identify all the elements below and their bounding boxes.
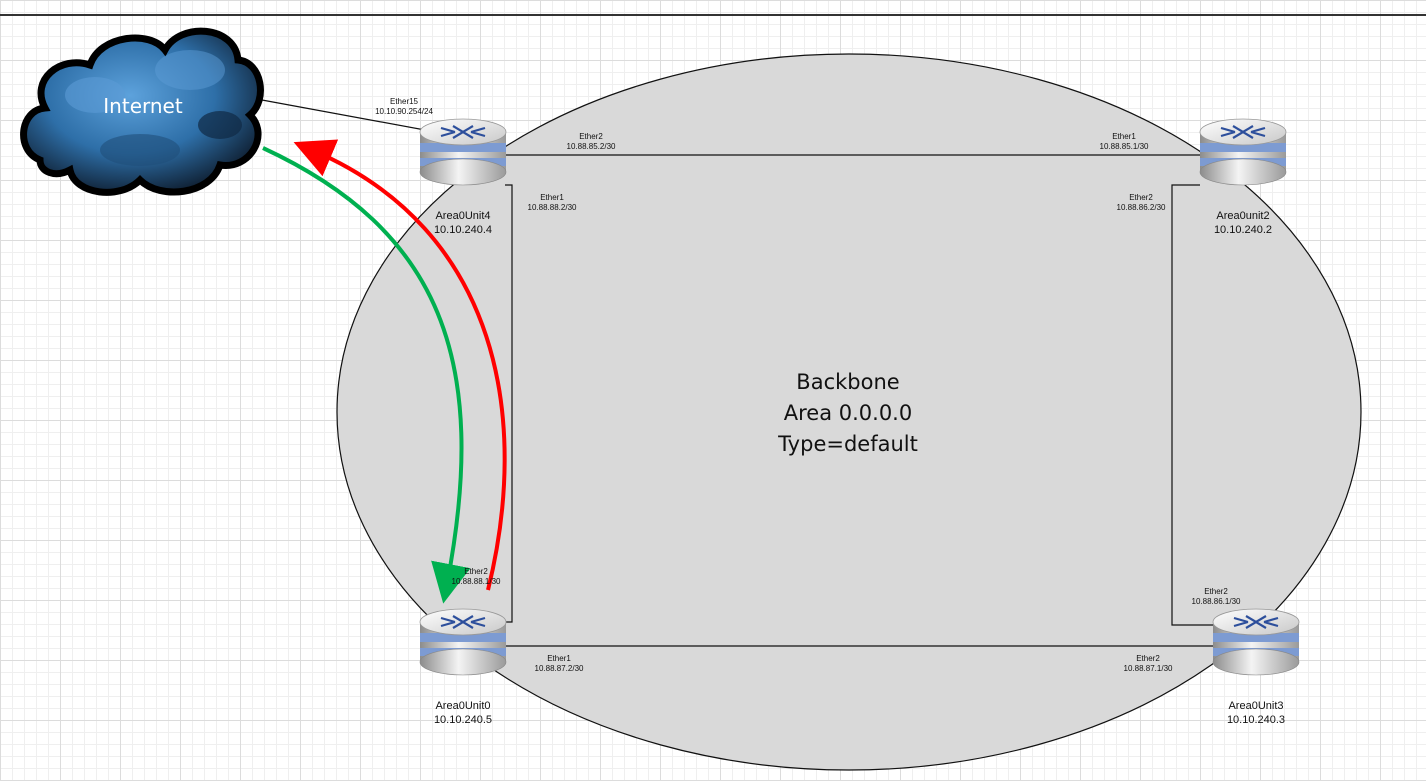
router-icon-unit4[interactable] [418, 117, 508, 187]
internet-link [261, 99, 426, 131]
area-type: Type=default [778, 432, 918, 456]
router-icon-unit2[interactable] [1198, 117, 1288, 187]
traffic-arrow-inbound [262, 146, 471, 604]
link-unit4-unit0 [505, 184, 513, 623]
top-border-line [0, 14, 1426, 16]
backbone-area-ellipse [336, 53, 1362, 771]
cloud-icon [20, 27, 264, 196]
backbone-area-label: Backbone Area 0.0.0.0 Type=default [718, 367, 978, 460]
link-unit2-unit3 [1171, 184, 1215, 626]
internet-label: Internet [103, 94, 183, 118]
area-id: Area 0.0.0.0 [783, 401, 913, 425]
area-name: Backbone [796, 370, 900, 394]
traffic-arrow-outbound [293, 139, 507, 591]
router-icon-unit0[interactable] [418, 607, 508, 677]
router-icon-unit3[interactable] [1211, 607, 1301, 677]
